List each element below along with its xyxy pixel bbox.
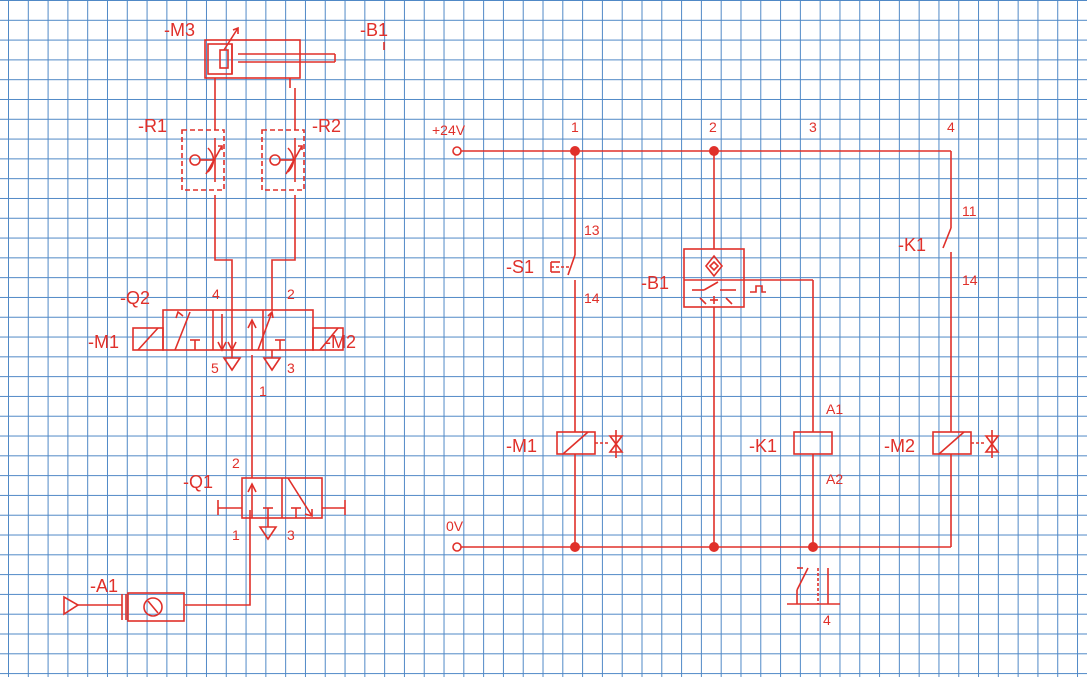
label-q1-exhaust-3: 3 [287,527,295,543]
flow-valve-r1 [181,129,225,191]
junction-dot [709,542,719,552]
label-k1-a2: A2 [826,471,843,487]
contact-map-k1 [787,567,840,605]
column-4 [932,151,1000,547]
label-q1: -Q1 [183,472,213,492]
label-q2-exhaust-3: 3 [287,360,295,376]
label-24v: +24V [432,122,466,138]
label-r1: -R1 [138,116,167,136]
label-k1-relay: -K1 [749,436,777,456]
label-k1-pin-11: 11 [962,203,977,219]
column-1 [550,151,624,547]
label-k1-contact: -K1 [898,235,926,255]
label-column-2: 2 [709,119,717,135]
label-s1: -S1 [506,257,534,277]
column-3 [793,280,833,547]
label-q2-supply-1: 1 [259,383,267,399]
label-m1-solenoid: -M1 [88,332,119,352]
junction-dot [570,542,580,552]
cylinder-m3 [204,26,336,88]
label-b1-sensor: -B1 [360,20,388,40]
label-r2: -R2 [312,116,341,136]
label-m2-solenoid: -M2 [325,332,356,352]
junction-dot [570,146,580,156]
label-0v: 0V [446,518,464,534]
label-s1-pin-13: 13 [584,222,600,238]
label-m3: -M3 [164,20,195,40]
label-b1-electrical: -B1 [641,273,669,293]
junctions [570,146,818,552]
pneumatic-lines [185,88,296,606]
label-column-4: 4 [947,119,955,135]
label-contact-map-ref: 4 [823,612,831,628]
junction-dot [709,146,719,156]
label-q2-port-b: 2 [287,286,295,302]
label-a1: -A1 [90,576,118,596]
label-s1-pin-14: 14 [584,290,600,306]
label-k1-pin-14: 14 [962,272,978,288]
valve-q2 [132,309,344,372]
flow-valve-r2 [261,129,305,191]
label-q2: -Q2 [120,288,150,308]
column-2 [683,151,813,547]
label-column-1: 1 [571,119,579,135]
label-q2-port-a: 4 [212,286,220,302]
terminal-24v [452,146,462,156]
label-column-3: 3 [809,119,817,135]
label-q1-port-2: 2 [232,455,240,471]
junction-dot [808,542,818,552]
label-q2-exhaust-5: 5 [211,360,219,376]
label-q1-port-1: 1 [232,527,240,543]
terminal-0v [452,542,462,552]
label-k1-a1: A1 [826,401,843,417]
label-m1-coil: -M1 [506,436,537,456]
label-m2-coil: -M2 [884,436,915,456]
valve-q1 [217,477,346,541]
supply-unit-a1 [63,592,185,622]
